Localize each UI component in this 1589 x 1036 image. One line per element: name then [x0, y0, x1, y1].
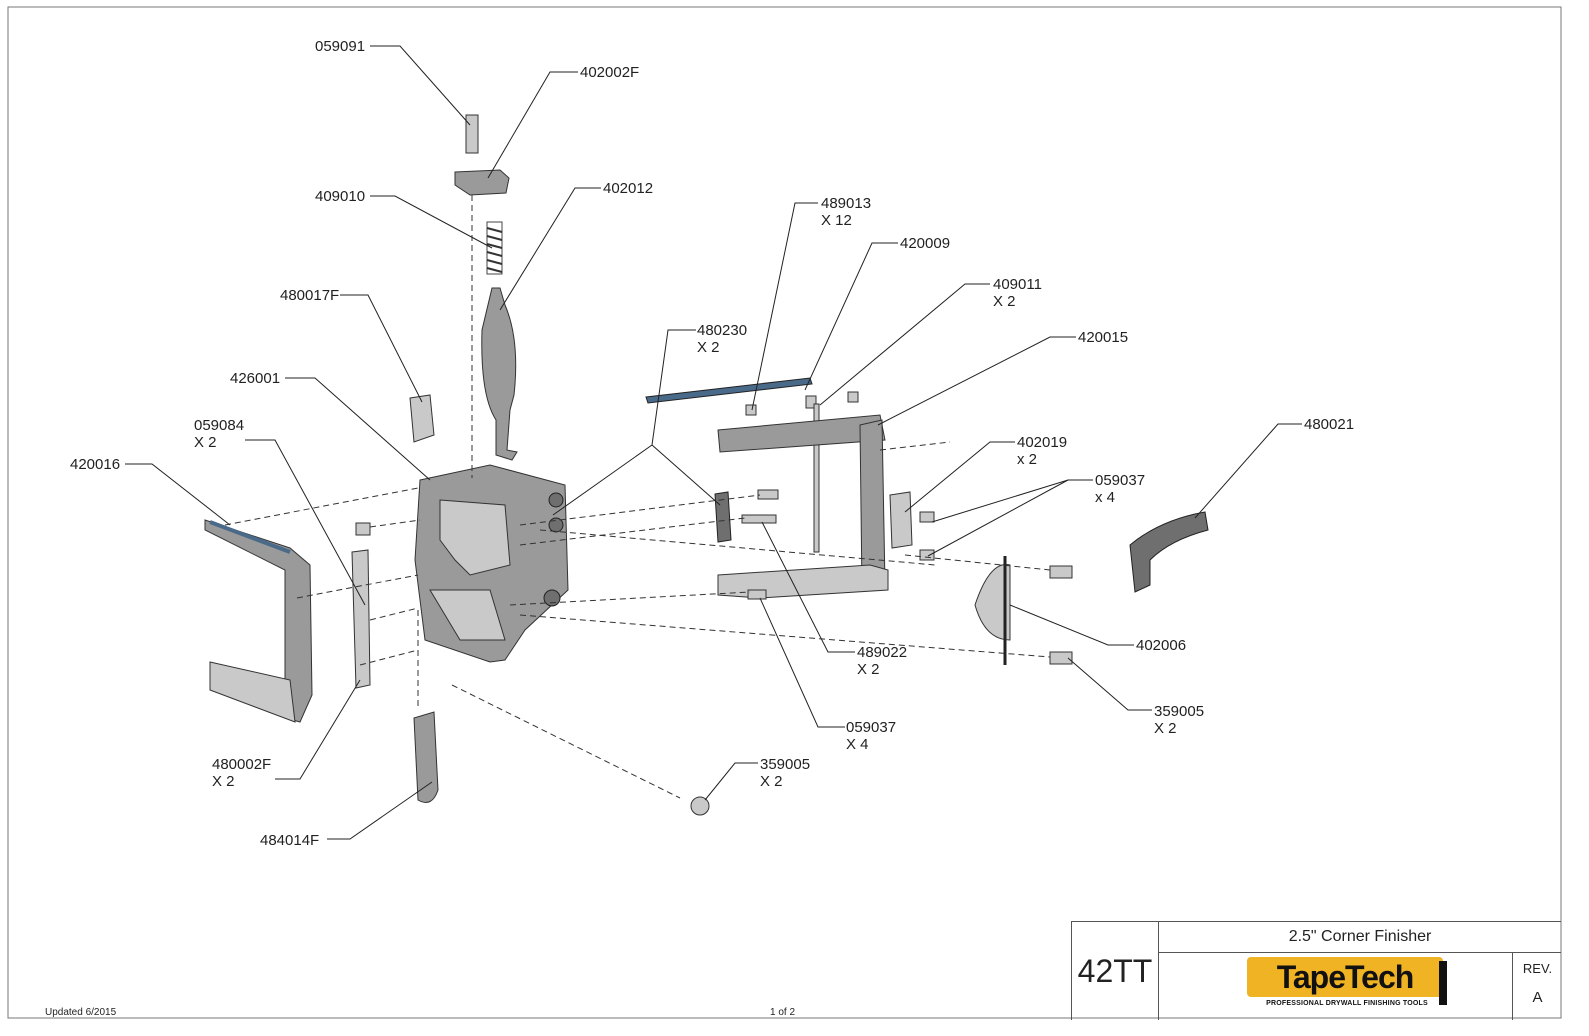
- model-number: 42TT: [1072, 922, 1159, 1020]
- callout-402012: 402012: [603, 180, 653, 197]
- part-484014F: [413, 711, 439, 803]
- part-409010: [486, 221, 503, 275]
- part-059091: [465, 114, 479, 154]
- sheet-border: [7, 6, 1562, 1019]
- callout-420009: 420009: [900, 235, 950, 252]
- part-420009: [645, 377, 813, 404]
- part-480017F: [409, 394, 435, 443]
- callout-409010: 409010: [315, 188, 365, 205]
- callout-480021: 480021: [1304, 416, 1354, 433]
- part-059037: [747, 489, 935, 600]
- callout-420016: 420016: [70, 456, 120, 473]
- leader-lines: [125, 45, 1302, 840]
- parts: [204, 114, 1209, 816]
- part-420016: [204, 519, 313, 723]
- callout-480017F: 480017F: [280, 287, 339, 304]
- revision-label: REV.: [1522, 961, 1553, 976]
- callout-402006: 402006: [1136, 637, 1186, 654]
- tapetech-logo: TapeTech PROFESSIONAL DRYWALL FINISHING …: [1159, 953, 1511, 1020]
- assembly-lines: [224, 195, 1051, 799]
- part-489013: [745, 391, 859, 416]
- logo-wordmark: TapeTech: [1247, 957, 1443, 997]
- part-359005: [690, 565, 1073, 816]
- callout-420015: 420015: [1078, 329, 1128, 346]
- updated-date: Updated 6/2015: [45, 1007, 117, 1018]
- part-480002F: [351, 549, 371, 689]
- part-489022: [741, 514, 777, 524]
- logo-tagline: PROFESSIONAL DRYWALL FINISHING TOOLS: [1266, 1000, 1428, 1007]
- callout-labels: 059091 402002F 409010 402012 480017F 426…: [70, 38, 1354, 849]
- part-059084: [355, 522, 371, 536]
- callout-484014F: 484014F: [260, 832, 319, 849]
- part-402006: [974, 564, 1011, 641]
- part-420015: [717, 414, 889, 599]
- part-402002F: [454, 169, 510, 196]
- part-480021: [1129, 511, 1209, 593]
- title-block: 42TT 2.5" Corner Finisher TapeTech PROFE…: [1071, 921, 1561, 1020]
- callout-059091: 059091: [315, 38, 365, 55]
- revision-cell: REV. A: [1512, 953, 1562, 1020]
- callout-402002F: 402002F: [580, 64, 639, 81]
- revision-value: A: [1532, 989, 1543, 1006]
- page-number: 1 of 2: [770, 1007, 796, 1018]
- part-402012: [481, 287, 518, 461]
- drawing-title: 2.5" Corner Finisher: [1159, 922, 1561, 953]
- part-426001: [414, 464, 569, 663]
- part-409011: [813, 403, 820, 553]
- callout-426001: 426001: [230, 370, 280, 387]
- logo-mark-icon: [1439, 961, 1447, 1005]
- part-402019: [889, 491, 913, 549]
